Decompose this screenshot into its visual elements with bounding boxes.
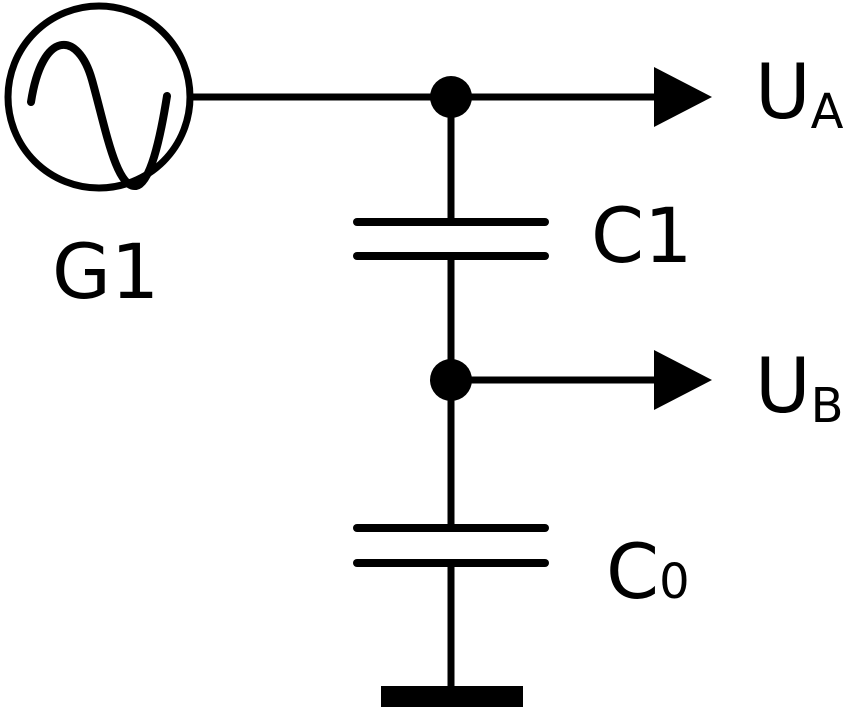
output-a-label: UA bbox=[755, 47, 844, 140]
generator-label: G1 bbox=[52, 227, 159, 316]
capacitor-c0-label: C0 bbox=[606, 527, 690, 616]
output-a-label-sub: A bbox=[811, 84, 844, 140]
output-arrow-a bbox=[654, 67, 712, 127]
generator-g1 bbox=[4, 2, 194, 192]
output-b-label: UB bbox=[755, 341, 844, 434]
output-a-label-main: U bbox=[755, 47, 811, 136]
output-b-label-sub: B bbox=[811, 378, 844, 434]
output-arrow-b bbox=[654, 350, 712, 410]
capacitor-c1 bbox=[353, 218, 549, 260]
capacitor-c0-label-main: C bbox=[606, 527, 659, 616]
ground-bar bbox=[381, 686, 523, 707]
sine-wave-icon bbox=[27, 40, 171, 190]
capacitor-c0-label-sub: 0 bbox=[659, 554, 690, 610]
output-b-label-main: U bbox=[755, 341, 811, 430]
capacitor-c1-label: C1 bbox=[591, 191, 692, 280]
capacitor-c0 bbox=[353, 524, 549, 567]
